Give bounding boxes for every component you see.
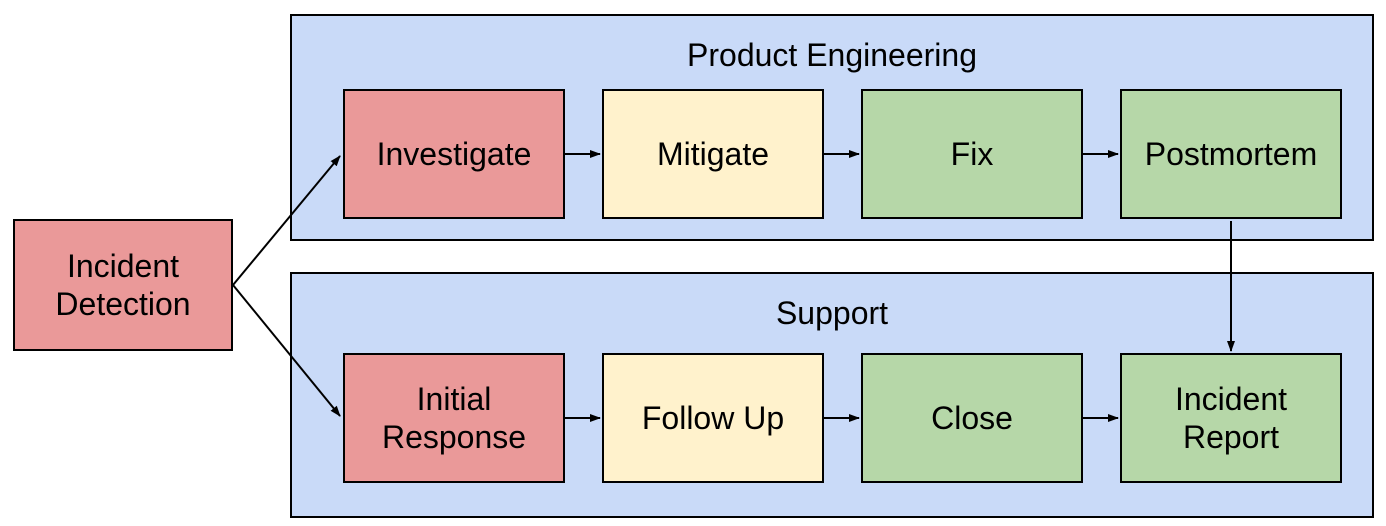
lane-title-support: Support [775, 295, 889, 331]
node-label: Postmortem [1144, 135, 1318, 172]
node-investigate: Investigate [343, 89, 565, 219]
node-close: Close [861, 353, 1083, 483]
node-follow-up: Follow Up [602, 353, 824, 483]
node-label: Fix [950, 135, 994, 172]
node-label: Follow Up [641, 399, 785, 436]
node-label: Incident Detection [55, 247, 191, 322]
node-incident-detection: Incident Detection [13, 219, 233, 351]
node-label: Mitigate [656, 135, 770, 172]
node-label: Incident Report [1174, 380, 1288, 455]
node-label: Investigate [376, 135, 532, 172]
node-mitigate: Mitigate [602, 89, 824, 219]
node-fix: Fix [861, 89, 1083, 219]
node-initial-response: Initial Response [343, 353, 565, 483]
lane-title-product-engineering: Product Engineering [687, 37, 977, 73]
node-postmortem: Postmortem [1120, 89, 1342, 219]
node-label: Initial Response [381, 380, 527, 455]
node-incident-report: Incident Report [1120, 353, 1342, 483]
node-label: Close [931, 399, 1013, 436]
